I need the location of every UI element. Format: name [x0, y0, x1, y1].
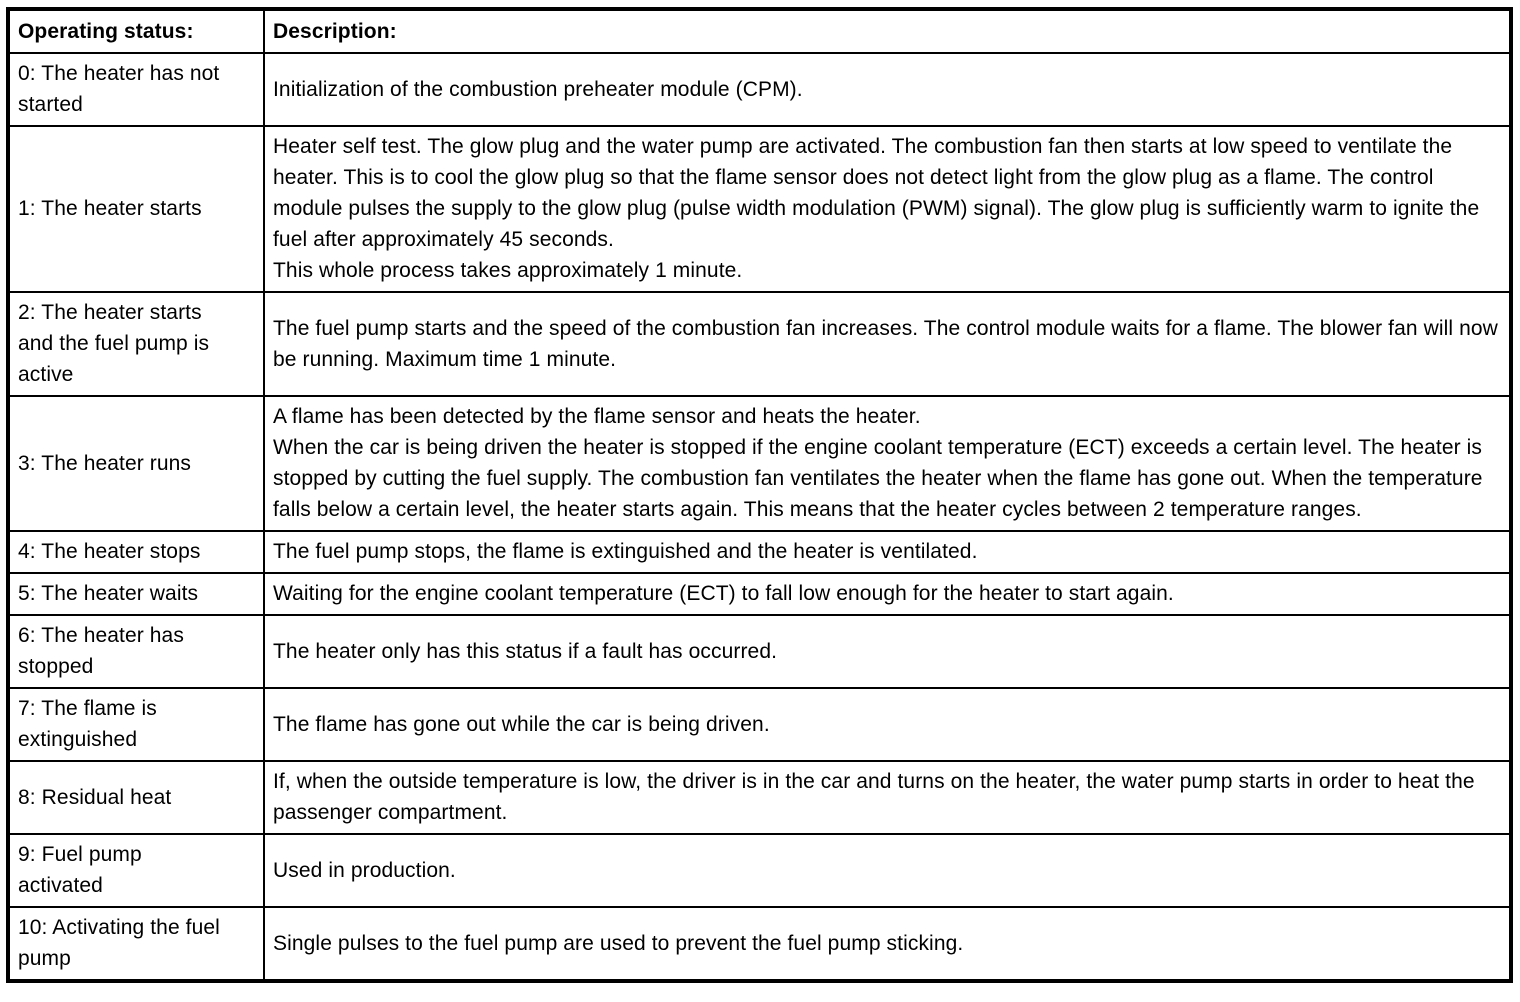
column-header-operating-status: Operating status: — [7, 8, 265, 54]
description-cell: Single pulses to the fuel pump are used … — [263, 906, 1512, 982]
status-cell: 0: The heater has not started — [7, 52, 265, 127]
table-header-row: Operating status: Description: — [7, 8, 1512, 54]
description-cell: Initialization of the combustion preheat… — [263, 52, 1512, 127]
table-row: 4: The heater stops The fuel pump stops,… — [7, 530, 1512, 574]
description-cell: Used in production. — [263, 833, 1512, 908]
status-cell: 9: Fuel pump activated — [7, 833, 265, 908]
status-cell: 4: The heater stops — [7, 530, 265, 574]
description-cell: A flame has been detected by the flame s… — [263, 395, 1512, 532]
status-cell: 10: Activating the fuel pump — [7, 906, 265, 982]
status-cell: 7: The flame is extinguished — [7, 687, 265, 762]
status-cell: 5: The heater waits — [7, 572, 265, 616]
table-row: 7: The flame is extinguished The flame h… — [7, 687, 1512, 762]
table-row: 5: The heater waits Waiting for the engi… — [7, 572, 1512, 616]
table-row: 6: The heater has stopped The heater onl… — [7, 614, 1512, 689]
description-cell: Heater self test. The glow plug and the … — [263, 125, 1512, 293]
table-row: 8: Residual heat If, when the outside te… — [7, 760, 1512, 835]
table-row: 9: Fuel pump activated Used in productio… — [7, 833, 1512, 908]
operating-status-table: Operating status: Description: 0: The he… — [6, 7, 1513, 983]
description-cell: The fuel pump starts and the speed of th… — [263, 291, 1512, 397]
description-cell: The fuel pump stops, the flame is exting… — [263, 530, 1512, 574]
description-cell: The heater only has this status if a fau… — [263, 614, 1512, 689]
status-cell: 1: The heater starts — [7, 125, 265, 293]
status-cell: 2: The heater starts and the fuel pump i… — [7, 291, 265, 397]
table-row: 10: Activating the fuel pump Single puls… — [7, 906, 1512, 982]
status-cell: 6: The heater has stopped — [7, 614, 265, 689]
description-cell: If, when the outside temperature is low,… — [263, 760, 1512, 835]
table-row: 2: The heater starts and the fuel pump i… — [7, 291, 1512, 397]
column-header-description: Description: — [263, 8, 1512, 54]
description-cell: The flame has gone out while the car is … — [263, 687, 1512, 762]
status-cell: 8: Residual heat — [7, 760, 265, 835]
table-row: 1: The heater starts Heater self test. T… — [7, 125, 1512, 293]
table-row: 3: The heater runs A flame has been dete… — [7, 395, 1512, 532]
status-cell: 3: The heater runs — [7, 395, 265, 532]
table-row: 0: The heater has not started Initializa… — [7, 52, 1512, 127]
description-cell: Waiting for the engine coolant temperatu… — [263, 572, 1512, 616]
